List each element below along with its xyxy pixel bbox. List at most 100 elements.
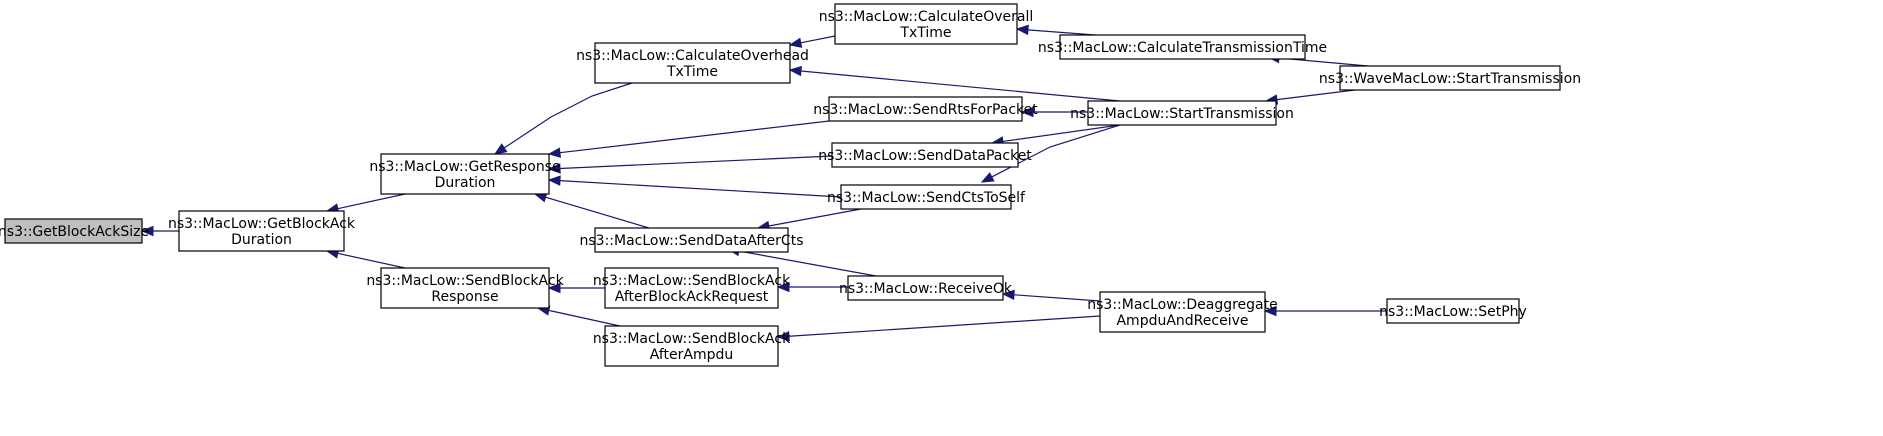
graph-node-n0[interactable]: ns3::GetBlockAckSize	[0, 218, 149, 244]
node-box	[1339, 65, 1561, 91]
edge-n15-to-n10	[776, 315, 1101, 342]
edge-arrowhead	[547, 175, 561, 186]
graph-node-n13[interactable]: ns3::MacLow::StartTransmission	[1070, 100, 1294, 126]
edge-arrowhead	[547, 282, 561, 294]
edge-line	[1276, 89, 1356, 101]
edge-line	[800, 35, 836, 44]
node-box	[604, 267, 779, 309]
node-label-line: ns3::MacLow::SendBlockAck	[366, 273, 564, 289]
graph-node-n5[interactable]: ns3::MacLow::SendRtsForPacket	[813, 96, 1038, 122]
edge-arrowhead	[788, 37, 803, 48]
edges-layer	[140, 24, 1387, 342]
edge-n8-to-n2	[533, 192, 650, 229]
node-box	[834, 3, 1018, 45]
node-box	[380, 153, 550, 195]
node-box	[380, 267, 550, 309]
edge-n10-to-n3	[536, 305, 621, 327]
node-label-line: AfterBlockAckRequest	[615, 289, 769, 305]
node-label-line: ns3::MacLow::SendCtsToSelf	[827, 190, 1026, 206]
node-label-line: ns3::MacLow::GetBlockAck	[168, 216, 356, 232]
node-label-line: ns3::MacLow::SendBlockAck	[593, 273, 791, 289]
edge-arrowhead	[1001, 289, 1015, 301]
edge-line	[545, 196, 650, 229]
graph-node-n9[interactable]: ns3::MacLow::SendBlockAckAfterBlockAckRe…	[593, 267, 791, 309]
node-box	[4, 218, 143, 244]
edge-arrowhead	[493, 143, 508, 155]
edge-n2-to-n1	[325, 193, 406, 214]
edge-line	[337, 193, 406, 210]
edge-n1-to-n0	[140, 225, 179, 237]
edge-n7-to-n2	[547, 175, 842, 198]
node-box	[1059, 34, 1306, 60]
edge-arrowhead	[547, 147, 562, 158]
edge-n13-to-n4	[788, 65, 1121, 102]
node-label-line: ns3::MacLow::SendRtsForPacket	[813, 102, 1038, 118]
node-label-line: ns3::MacLow::SendBlockAck	[593, 331, 791, 347]
node-label-line: ns3::MacLow::GetResponse	[369, 159, 560, 175]
edge-n14-to-n9	[776, 281, 848, 293]
edge-arrowhead	[1015, 24, 1029, 36]
graph-node-n7[interactable]: ns3::MacLow::SendCtsToSelf	[827, 184, 1026, 210]
node-label-line: AmpduAndReceive	[1116, 313, 1248, 329]
node-box	[1099, 291, 1266, 333]
graph-node-n6[interactable]: ns3::MacLow::SendDataPacket	[818, 142, 1032, 168]
node-label-line: ns3::WaveMacLow::StartTransmission	[1319, 71, 1581, 87]
edge-line	[559, 120, 830, 154]
edge-n12-to-n11	[1015, 24, 1096, 36]
edge-line	[1013, 294, 1101, 302]
edge-line	[1027, 29, 1096, 36]
edge-line	[559, 155, 833, 170]
edge-arrowhead	[1263, 305, 1277, 317]
edge-arrowhead	[1020, 106, 1034, 118]
edge-line	[800, 70, 1121, 102]
edge-line	[337, 252, 406, 269]
node-label-line: ns3::MacLow::StartTransmission	[1070, 106, 1294, 122]
graph-node-n17[interactable]: ns3::MacLow::SetPhy	[1379, 298, 1527, 324]
edge-n5-to-n2	[547, 120, 830, 158]
graph-node-n12[interactable]: ns3::MacLow::CalculateTransmissionTime	[1038, 34, 1327, 60]
edge-line	[738, 250, 877, 277]
node-label-line: ns3::MacLow::CalculateOverall	[819, 9, 1034, 25]
node-box	[594, 227, 789, 253]
edge-n7-to-n8	[756, 208, 862, 232]
edge-n16-to-n13	[1264, 89, 1356, 105]
node-label-line: Duration	[231, 232, 292, 248]
edge-n4-to-n2	[493, 82, 633, 155]
graph-node-n8[interactable]: ns3::MacLow::SendDataAfterCts	[580, 227, 804, 253]
edge-arrowhead	[980, 172, 995, 183]
edge-n15-to-n14	[1001, 289, 1101, 302]
edge-arrowhead	[776, 281, 790, 293]
node-label-line: ns3::MacLow::CalculateOverhead	[576, 48, 809, 64]
node-label-line: ns3::MacLow::SendDataAfterCts	[580, 233, 804, 249]
edge-line	[788, 315, 1101, 337]
edge-arrowhead	[776, 331, 790, 342]
node-label-line: Duration	[435, 175, 496, 191]
edge-n3-to-n1	[325, 248, 406, 269]
node-label-line: Response	[431, 289, 498, 305]
edge-n9-to-n3	[547, 282, 605, 294]
node-box	[178, 210, 345, 252]
node-box	[840, 184, 1012, 210]
graph-node-n16[interactable]: ns3::WaveMacLow::StartTransmission	[1319, 65, 1581, 91]
graph-node-n14[interactable]: ns3::MacLow::ReceiveOk	[839, 275, 1013, 301]
edge-n13-to-n5	[1020, 106, 1088, 118]
node-box	[847, 275, 1004, 301]
node-label-line: ns3::MacLow::Deaggregate	[1087, 297, 1277, 313]
edge-n11-to-n4	[788, 35, 836, 48]
edge-line	[1002, 124, 1121, 143]
node-label-line: ns3::MacLow::ReceiveOk	[839, 281, 1013, 297]
node-label-line: TxTime	[666, 64, 718, 80]
edge-arrowhead	[788, 65, 802, 77]
node-box	[831, 142, 1019, 168]
node-box	[594, 42, 791, 84]
edge-n17-to-n15	[1263, 305, 1387, 317]
nodes-layer: ns3::GetBlockAckSize ns3::MacLow::GetBloc…	[0, 3, 1581, 367]
